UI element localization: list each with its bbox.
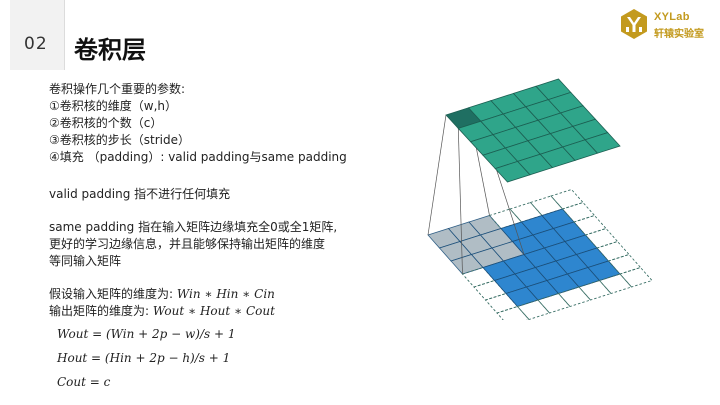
padding-cell: [578, 279, 612, 301]
projection-line: [457, 128, 463, 275]
padding-cell: [509, 201, 543, 223]
param-item-stride: ③卷积核的步长（stride）: [49, 133, 190, 147]
padding-cell: [488, 208, 523, 230]
padding-cell: [557, 286, 592, 308]
output-cell: [584, 132, 621, 154]
same-padding-block: same padding 指在输入矩阵边缘填充全0或全1矩阵, 更好的学习边缘信…: [49, 219, 337, 270]
xylab-logo: XYLab 轩辕实验室: [618, 8, 710, 42]
same-padding-line-1: same padding 指在输入矩阵边缘填充全0或全1矩阵,: [49, 220, 338, 234]
xylab-logo-icon: [621, 9, 647, 39]
projection-line: [427, 114, 447, 236]
padding-cell: [484, 292, 519, 314]
padding-cell: [596, 240, 630, 262]
formula-hout: Hout = (Hin + 2p − h)/s + 1: [57, 351, 231, 365]
input-dim-expr: Win ∗ Hin ∗ Cin: [176, 287, 275, 301]
padding-cell: [598, 273, 633, 295]
params-intro: 卷积操作几个重要的参数:: [49, 82, 186, 96]
input-dim-line: 假设输入矩阵的维度为: Win ∗ Hin ∗ Cin: [49, 286, 275, 303]
formula-wout: Wout = (Win + 2p − w)/s + 1: [57, 327, 236, 341]
padding-cell: [550, 188, 584, 210]
padding-cell: [607, 253, 642, 275]
same-padding-line-2: 更好的学习边缘信息，并且能够保持输出矩阵的维度: [49, 237, 326, 251]
dimension-block: 假设输入矩阵的维度为: Win ∗ Hin ∗ Cin 输出矩阵的维度为: Wo…: [49, 286, 275, 320]
padding-cell: [516, 299, 551, 320]
logo-text-cn: 轩辕实验室: [654, 29, 704, 40]
params-block: 卷积操作几个重要的参数: ①卷积核的维度（w,h） ②卷积核的个数（c） ③卷积…: [49, 81, 347, 166]
valid-padding-desc: valid padding 指不进行任何填充: [49, 187, 231, 201]
padding-cell: [561, 201, 596, 223]
param-item-kernel-dim: ①卷积核的维度（w,h）: [49, 99, 177, 113]
convolution-diagram: [427, 78, 653, 320]
output-dim-expr: Wout ∗ Hout ∗ Cout: [152, 304, 275, 318]
padding-cell: [537, 292, 571, 314]
padding-cell: [529, 195, 564, 217]
same-padding-line-3: 等同输入矩阵: [49, 254, 122, 268]
padding-cell: [619, 266, 653, 288]
padding-cell: [473, 279, 507, 301]
output-dim-label: 输出矩阵的维度为:: [49, 304, 153, 318]
param-item-kernel-count: ②卷积核的个数（c）: [49, 116, 163, 130]
logo-text-en: XYLab: [654, 11, 690, 23]
formula-cout: Cout = c: [57, 375, 111, 389]
slide-header: 02 卷积层: [0, 0, 720, 70]
param-item-padding: ④填充 （padding）: valid padding与same paddin…: [49, 150, 347, 164]
padding-cell: [584, 227, 619, 249]
output-grid: [445, 78, 621, 183]
slide-number-box: 02: [10, 0, 65, 70]
padding-cell: [573, 214, 607, 236]
slide-title: 卷积层: [74, 36, 146, 64]
output-dim-line: 输出矩阵的维度为: Wout ∗ Hout ∗ Cout: [49, 303, 275, 320]
input-padded-grid: [427, 188, 653, 320]
slide-number: 02: [24, 34, 48, 54]
input-dim-label: 假设输入矩阵的维度为:: [49, 287, 177, 301]
padding-cell: [461, 266, 496, 288]
padding-cell: [496, 305, 530, 320]
